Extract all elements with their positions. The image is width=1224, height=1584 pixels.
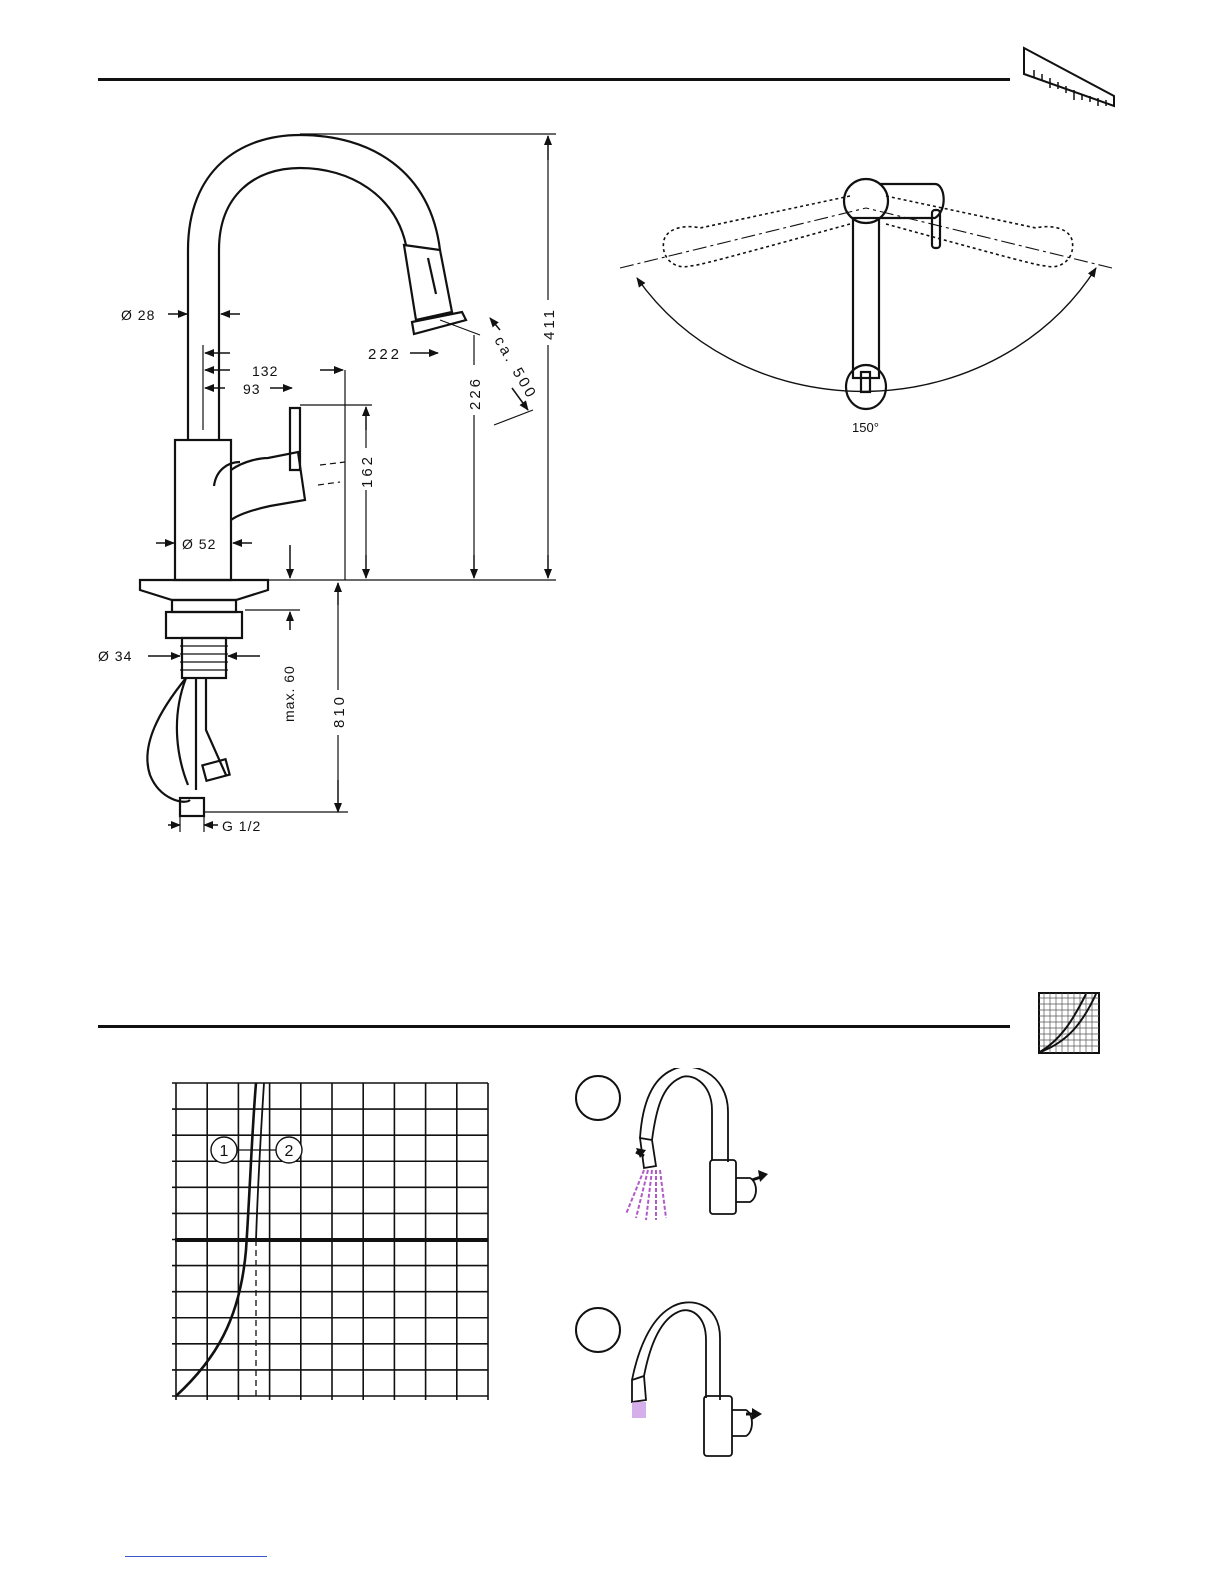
dim-g-half: G 1/2 bbox=[222, 818, 261, 834]
dim-93: 93 bbox=[243, 381, 261, 397]
spray-jets bbox=[626, 1170, 666, 1220]
ruler-dimensions-icon bbox=[1020, 44, 1120, 110]
curve-label-2: 2 bbox=[285, 1143, 294, 1160]
faucet-side-view-drawing: Ø 28 222 132 93 411 226 ca. 500 162 Ø 52… bbox=[90, 120, 570, 850]
rotation-angle-label: 150° bbox=[852, 420, 879, 435]
dim-222: 222 bbox=[368, 346, 402, 363]
dim-810: 810 bbox=[331, 694, 348, 728]
section-divider-dimensions bbox=[98, 78, 1010, 81]
dim-411: 411 bbox=[541, 307, 558, 340]
faucet-top-view-drawing: 150° bbox=[600, 170, 1130, 450]
dim-diameter-28: Ø 28 bbox=[121, 307, 155, 323]
flow-rate-chart: 1 2 bbox=[170, 1078, 495, 1408]
dim-max-60: max. 60 bbox=[281, 665, 297, 722]
dim-132: 132 bbox=[252, 363, 278, 379]
flow-chart-icon bbox=[1038, 992, 1100, 1054]
faucet-spray-mode-illustration bbox=[610, 1068, 780, 1228]
dim-diameter-34: Ø 34 bbox=[98, 648, 132, 664]
dim-162: 162 bbox=[359, 454, 376, 488]
laminar-stream bbox=[632, 1402, 646, 1418]
dim-226: 226 bbox=[467, 376, 484, 410]
footer-link-underline bbox=[125, 1556, 267, 1557]
dim-diameter-52: Ø 52 bbox=[182, 536, 216, 552]
faucet-stream-mode-illustration bbox=[620, 1298, 780, 1463]
curve-label-1: 1 bbox=[220, 1143, 229, 1160]
section-divider-flow bbox=[98, 1025, 1010, 1028]
mode-selector-circle-2 bbox=[575, 1307, 621, 1353]
